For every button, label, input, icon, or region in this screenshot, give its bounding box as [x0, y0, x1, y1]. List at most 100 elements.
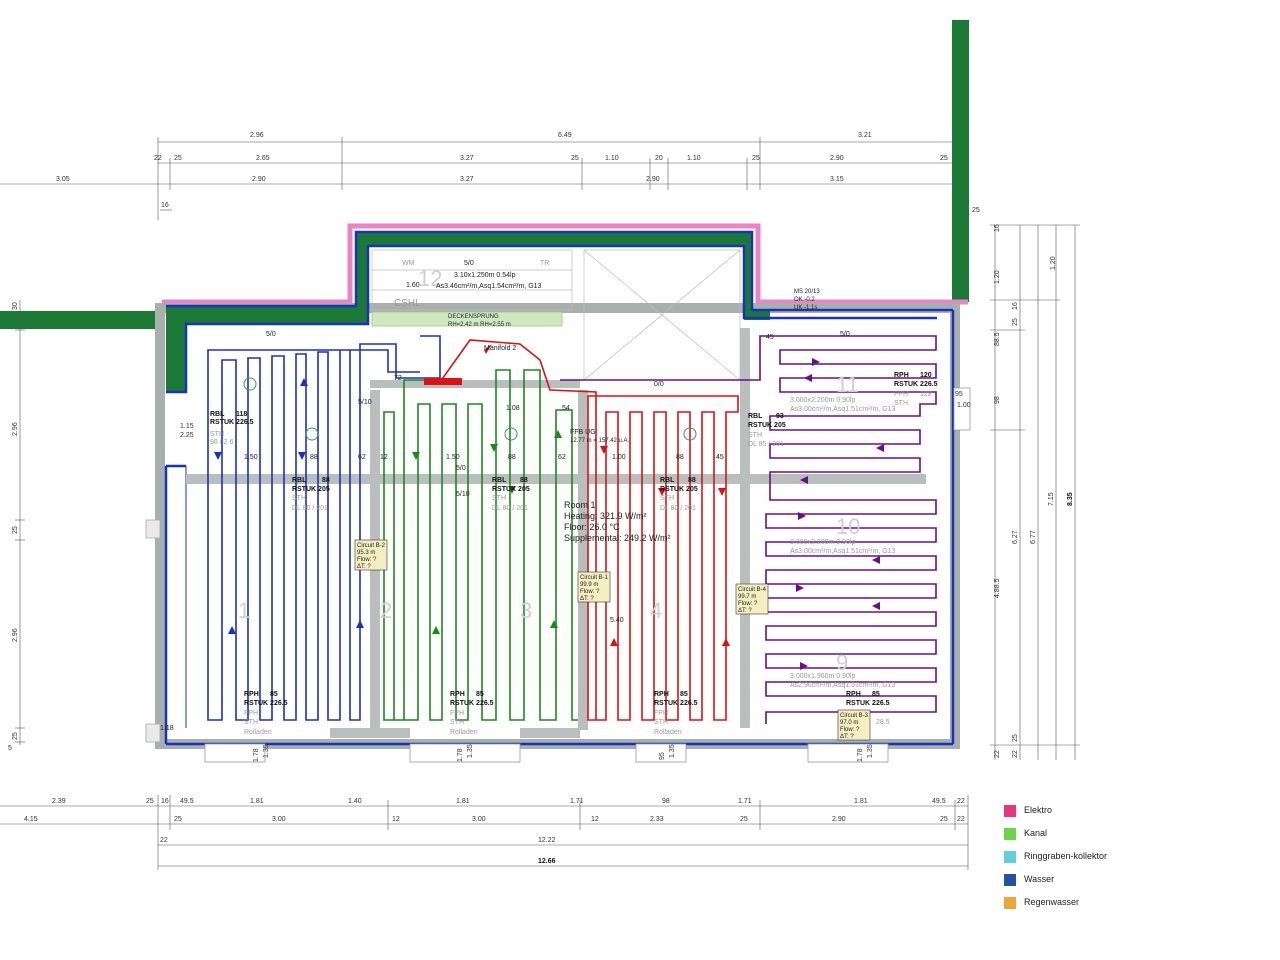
svg-text:98 / 2 6: 98 / 2 6	[210, 439, 233, 446]
svg-text:RSTUK 226.5: RSTUK 226.5	[244, 700, 288, 707]
svg-text:Flow: ?: Flow: ?	[580, 589, 600, 595]
building-walls	[164, 230, 955, 746]
top-room-spec-2: As3.46cm²/m,Asq1.54cm²/m, G13	[436, 283, 542, 290]
dim-bottom-total: 12.66	[538, 858, 556, 865]
window-dimensions: 1.78 1.35 1.78 1.35 95 1.35 1.78 1.35	[253, 744, 874, 762]
dim-bottom-r2-4: 12	[392, 816, 400, 823]
room-number-3: 3	[520, 598, 532, 623]
svg-text:28.5: 28.5	[876, 719, 890, 726]
svg-text:Flow: ?: Flow: ?	[738, 601, 758, 607]
wall-east-external	[952, 20, 969, 302]
window-west-2	[145, 723, 161, 743]
legend-swatch	[1004, 874, 1016, 886]
svg-text:Rolladen: Rolladen	[654, 729, 682, 736]
svg-text:ΔT: ?: ΔT: ?	[738, 608, 752, 614]
pink-outline	[162, 223, 968, 305]
dim-right-4: 25	[1012, 318, 1019, 326]
dim-right-10: 6.77	[1030, 530, 1037, 544]
dim-right-5: 16	[1012, 302, 1019, 310]
legend-item-ringgraben: Ringgraben-kollektor	[1004, 850, 1124, 873]
svg-text:1.08: 1.08	[506, 405, 520, 412]
legend-swatch	[1004, 805, 1016, 817]
legend-label: Regenwasser	[1024, 897, 1080, 907]
svg-text:1.78: 1.78	[457, 748, 464, 762]
svg-text:RPH: RPH	[894, 372, 909, 379]
svg-text:Flow: ?: Flow: ?	[357, 557, 377, 563]
svg-text:45: 45	[766, 334, 774, 341]
dim-bottom-r1-4: 49.5	[180, 798, 194, 805]
dim-bottom-r2-6: 12	[591, 816, 599, 823]
svg-text:1.35: 1.35	[467, 744, 474, 758]
svg-text:RPH: RPH	[244, 691, 259, 698]
svg-text:RPH: RPH	[846, 691, 861, 698]
ceiling-fixtures	[243, 377, 697, 441]
svg-text:1.00: 1.00	[612, 454, 626, 461]
svg-text:RBL: RBL	[292, 477, 307, 484]
dim-right-17: 95	[955, 391, 963, 398]
dim-bottom-r2-2: 25	[174, 816, 182, 823]
top-room-spec-1: 3.10x1.250m 0.54lp	[454, 272, 516, 279]
circuit-tag-b1[interactable]: Circuit B-1 99.9 m Flow: ? ΔT: ?	[577, 571, 611, 603]
circuit-tag-b2[interactable]: Circuit B-2 95.3 m Flow: ? ΔT: ?	[354, 539, 388, 571]
dim-right-11: 7.15	[1048, 492, 1055, 506]
svg-text:118: 118	[236, 411, 247, 418]
dim-bottom-r1-8: 1.71	[570, 798, 584, 805]
svg-text:1.50: 1.50	[244, 454, 258, 461]
dim-left-1: 30	[12, 302, 19, 310]
circuit-purple	[560, 335, 937, 724]
label-ffb: FFB UG	[570, 429, 596, 436]
svg-text:STH: STH	[654, 719, 668, 726]
legend-item-regenwasser: Regenwasser	[1004, 896, 1124, 919]
wall-west-external	[0, 311, 162, 329]
label-tr: TR	[540, 260, 549, 267]
svg-text:5/0: 5/0	[266, 331, 276, 338]
dim-bottom-r1-6: 1.40	[348, 798, 362, 805]
circuit-tag-b3[interactable]: Circuit B-3 97.0 m Flow: ? ΔT: ?	[837, 709, 871, 741]
dim-bottom-r1-12: 49.5	[932, 798, 946, 805]
label-ffb-value: 12.77 m = 157.42 u.A.	[570, 438, 630, 444]
dim-top-r2-4: 3.27	[460, 155, 474, 162]
svg-text:RPH: RPH	[654, 691, 669, 698]
svg-text:88: 88	[310, 454, 318, 461]
circuit-green	[383, 369, 578, 721]
dim-top-1: 2.96	[250, 132, 264, 139]
svg-text:RSTUK 226.5: RSTUK 226.5	[654, 700, 698, 707]
spec-10b: As3.00cm²/m,Asq1.51cm²/m, G13	[790, 548, 896, 555]
dim-right-6: 88.5	[994, 332, 1001, 346]
svg-text:95.3 m: 95.3 m	[357, 550, 375, 556]
svg-text:1.78: 1.78	[857, 748, 864, 762]
svg-text:128: 128	[920, 391, 932, 398]
legend-swatch	[1004, 897, 1016, 909]
dim-right-16: 22	[1012, 750, 1019, 758]
flow-arrows	[214, 344, 884, 670]
dim-right-3: 1.20	[1050, 256, 1057, 270]
spec-11b: As3.00cm²/m,Asq1.51cm²/m, G13	[790, 406, 896, 413]
svg-text:5/0: 5/0	[464, 260, 474, 267]
svg-text:DL 80 / 201: DL 80 / 201	[292, 505, 328, 512]
dim-right-9: 6.27	[1012, 530, 1019, 544]
svg-text:88: 88	[676, 454, 684, 461]
dim-top-3: 3.21	[858, 132, 872, 139]
legend-item-kanal: Kanal	[1004, 827, 1124, 850]
svg-text:RSTUK 226.5: RSTUK 226.5	[450, 700, 494, 707]
dim-bottom-r2-8: 25	[740, 816, 748, 823]
svg-text:RBL: RBL	[748, 413, 763, 420]
dim-bottom-r1-9: 98	[662, 798, 670, 805]
svg-text:88: 88	[688, 477, 696, 484]
svg-text:54: 54	[562, 405, 570, 412]
spec-9b: As2.96cm²/m,Asq1.51cm²/m, G13	[790, 682, 896, 689]
svg-text:Rolladen: Rolladen	[244, 729, 272, 736]
svg-text:RSTUK 205: RSTUK 205	[748, 422, 786, 429]
dim-top-2: 6.49	[558, 132, 572, 139]
room-supplemental: Supplemental: 249.2 W/m²	[564, 533, 671, 543]
svg-text:ΔT: ?: ΔT: ?	[840, 734, 854, 740]
label-csh: CSHL	[394, 298, 421, 309]
dim-top-r3-1: 3.05	[56, 176, 70, 183]
dim-top-small-1: 16	[161, 202, 169, 209]
svg-text:85: 85	[476, 691, 484, 698]
dim-top-r2-5: 25	[571, 155, 579, 162]
svg-text:45: 45	[716, 454, 724, 461]
svg-text:Circuit B-1: Circuit B-1	[580, 575, 609, 581]
circuit-tag-b4[interactable]: Circuit B-4 99.7 m Flow: ? ΔT: ?	[735, 583, 769, 615]
svg-text:5.40: 5.40	[610, 617, 624, 624]
